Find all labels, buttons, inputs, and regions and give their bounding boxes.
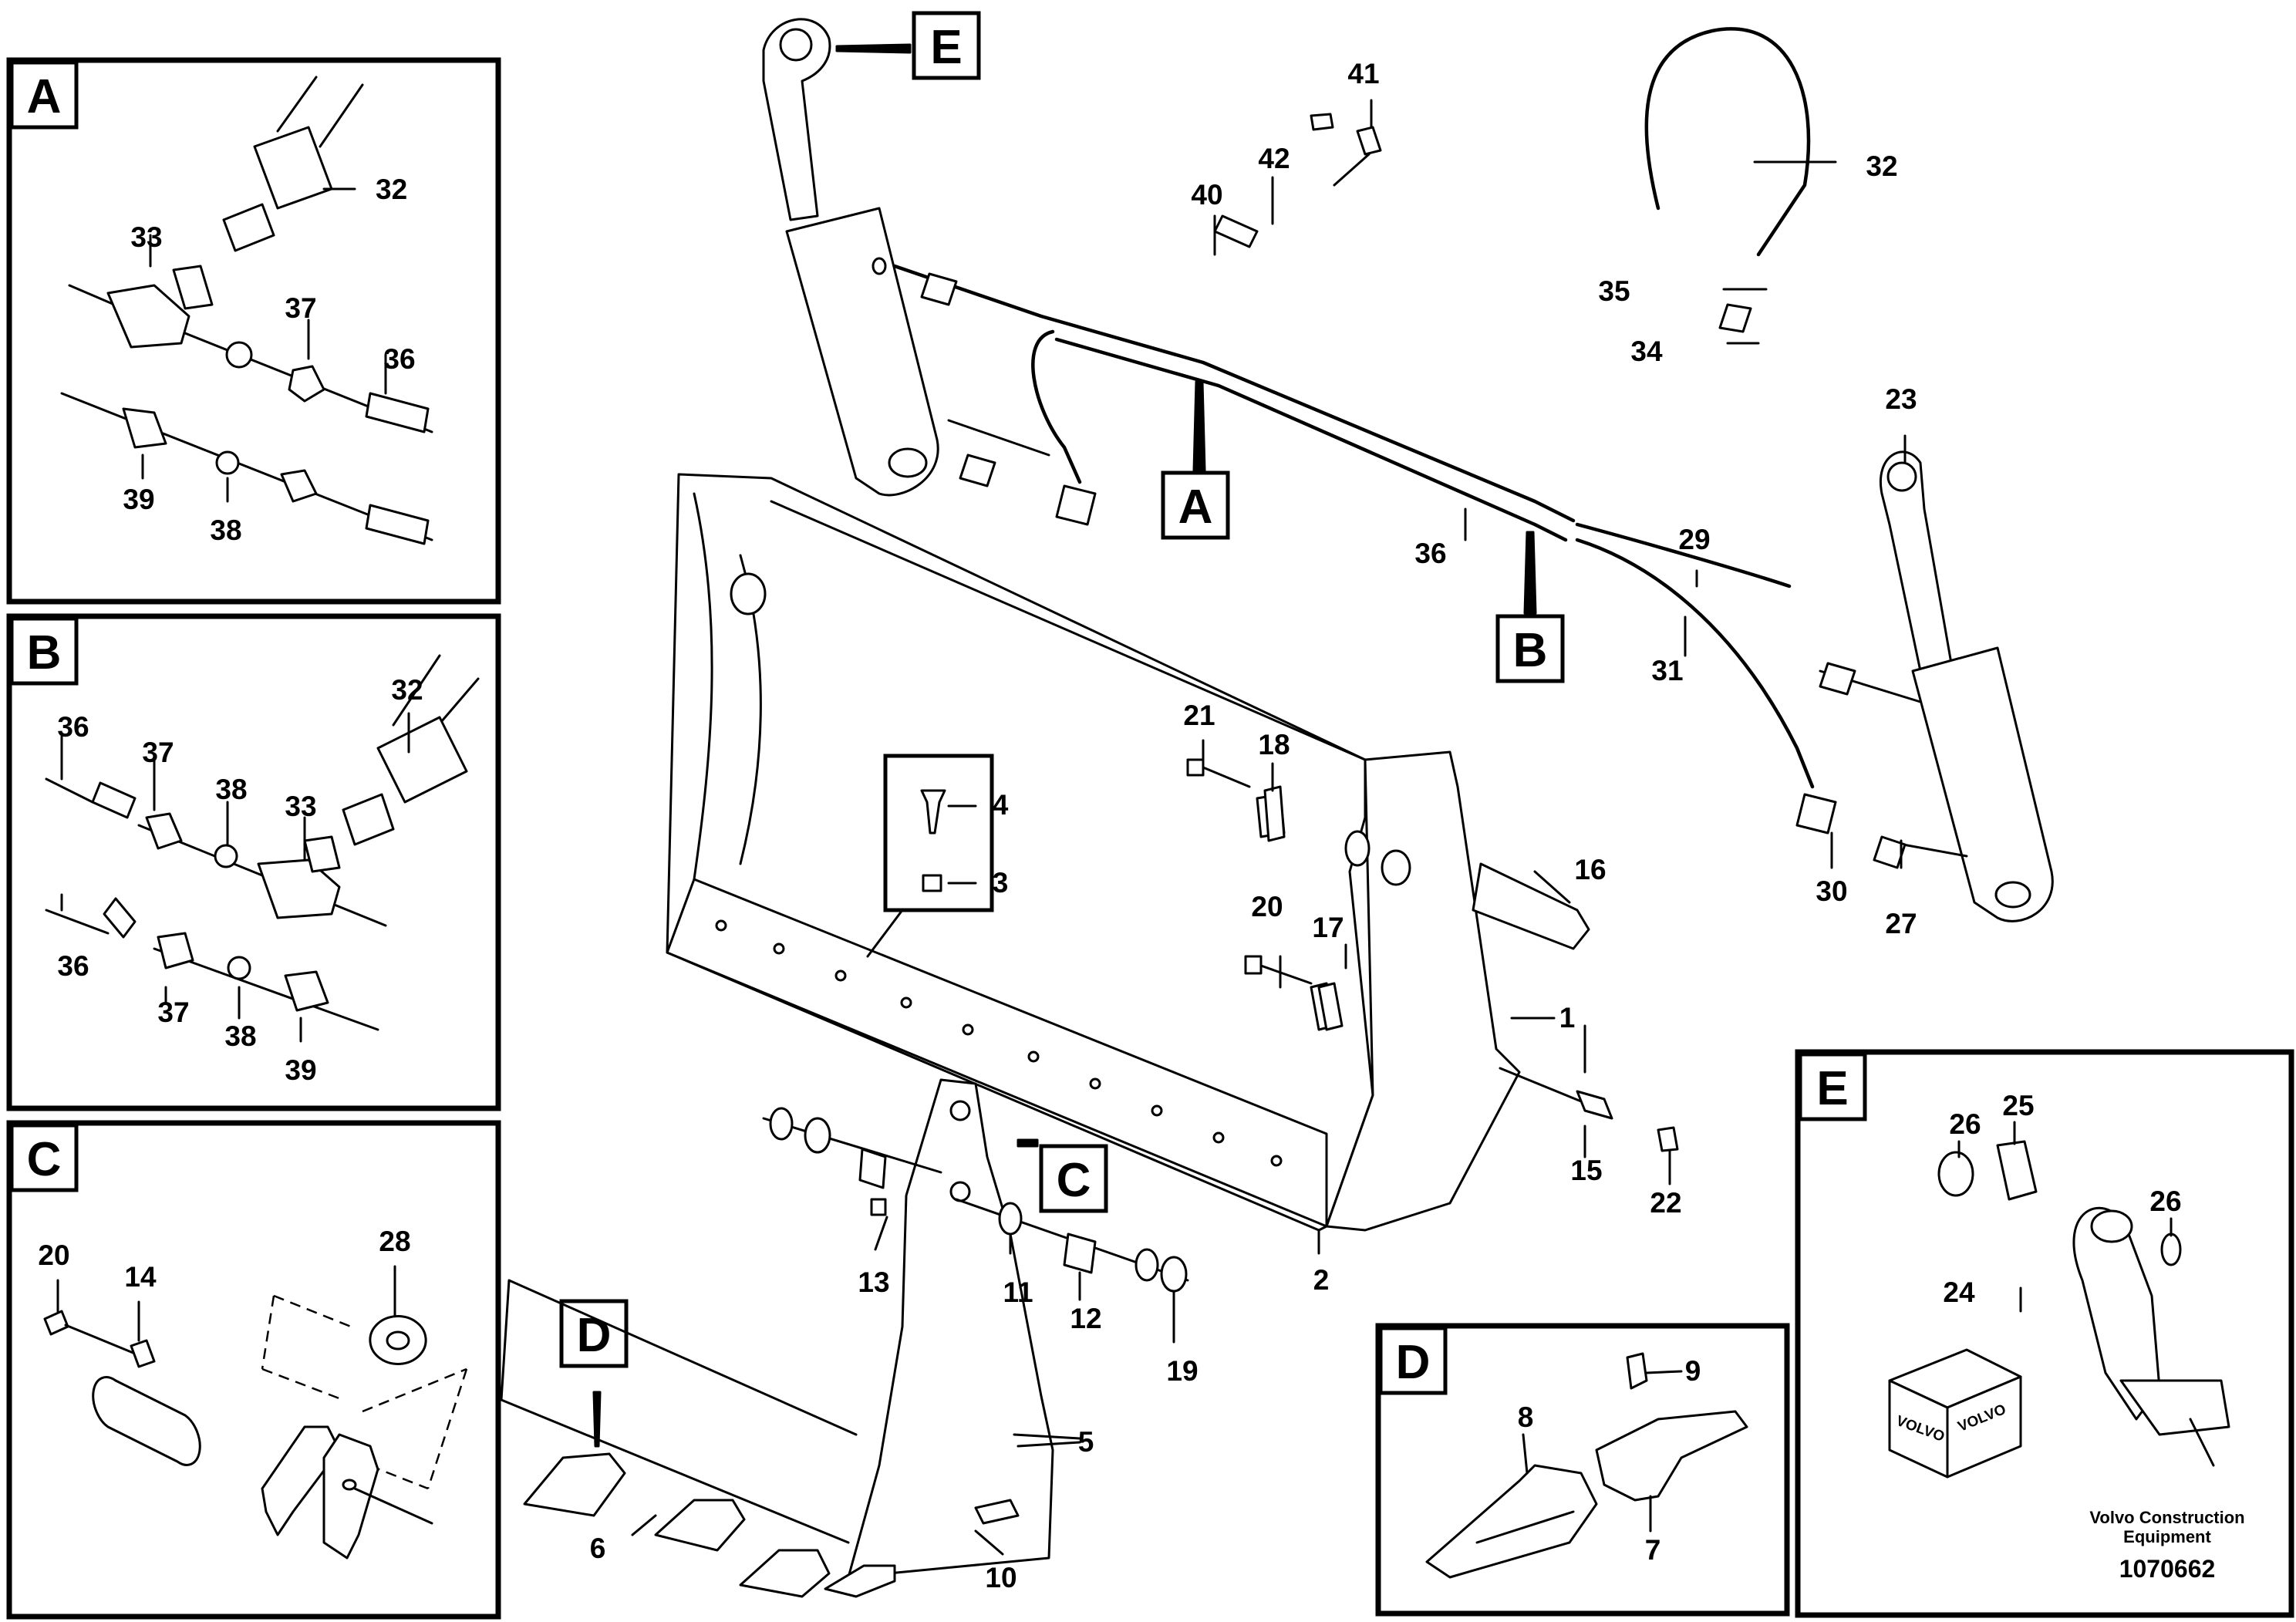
inset-b-frame [6, 613, 501, 1111]
callout-a-box [1161, 470, 1230, 540]
inset-b-label: 36 [57, 950, 89, 982]
bucket [666, 473, 1521, 1232]
callout-e-box [912, 11, 981, 80]
inset-c-label: 28 [379, 1226, 410, 1257]
label-40: 40 [1191, 179, 1222, 211]
inset-c-letter: C [27, 1133, 62, 1186]
hydraulic-lines [892, 27, 1968, 869]
label-13: 13 [858, 1266, 889, 1298]
inset-e-drawing [1888, 1121, 2230, 1479]
label-4: 4 [993, 789, 1009, 821]
callout-d: D [577, 1309, 612, 1362]
inset-a-label: 36 [383, 343, 415, 375]
company-name: Volvo Construction [2089, 1508, 2244, 1527]
inset-e-label: 26 [1949, 1108, 1981, 1140]
inset-c-label: 20 [38, 1239, 69, 1271]
label-20: 20 [1251, 891, 1283, 922]
callout-a: A [1178, 481, 1213, 534]
inset-b-drawing [45, 654, 480, 1043]
label-6: 6 [590, 1533, 606, 1564]
inset-b-label: 32 [391, 674, 423, 706]
label-41: 41 [1347, 58, 1379, 89]
inset-d-label: 7 [1645, 1534, 1661, 1566]
callout-b: B [1513, 624, 1548, 677]
inset-e-frame [1795, 1049, 2294, 1618]
inset-d-drawing [1425, 1352, 1748, 1579]
label-16: 16 [1574, 854, 1606, 885]
label-42: 42 [1258, 143, 1290, 174]
company-name-line2: Equipment [2123, 1527, 2211, 1546]
pivot-hardware [762, 1107, 1189, 1344]
right-cylinder [1880, 450, 2054, 922]
label-29: 29 [1678, 524, 1710, 555]
inset-b-label: 38 [224, 1020, 256, 1052]
label-3: 3 [993, 867, 1009, 899]
label-17: 17 [1312, 912, 1344, 943]
cutting-edge-assembly [500, 1078, 1081, 1598]
label-22: 22 [1650, 1187, 1681, 1219]
label-15: 15 [1570, 1155, 1602, 1186]
bolt-detail-frame [883, 754, 994, 912]
callout-c: C [1057, 1154, 1091, 1207]
left-cylinder [762, 18, 939, 497]
inset-b-label: 33 [285, 791, 316, 822]
label-1: 1 [1559, 1002, 1576, 1034]
inset-e-label: 26 [2149, 1185, 2181, 1217]
label-32: 32 [1866, 150, 1897, 182]
inset-b-letter: B [27, 626, 62, 679]
inset-c-drawing [43, 1265, 468, 1560]
inset-a-frame [6, 57, 501, 605]
inset-c-frame [6, 1120, 501, 1620]
label-10: 10 [985, 1562, 1017, 1593]
label-23: 23 [1885, 383, 1917, 415]
label-19: 19 [1166, 1355, 1198, 1387]
inset-b-label: 39 [285, 1054, 316, 1086]
inset-b-label: 36 [57, 711, 89, 743]
callout-e: E [930, 21, 962, 74]
label-21: 21 [1183, 700, 1215, 731]
inset-d-label: 9 [1685, 1355, 1701, 1387]
label-30: 30 [1816, 875, 1847, 907]
inset-a-letter: A [27, 70, 62, 123]
label-36: 36 [1414, 538, 1446, 569]
label-12: 12 [1070, 1303, 1101, 1334]
inset-e-label: 24 [1943, 1276, 1975, 1308]
inset-a-label: 39 [123, 484, 154, 515]
inset-a-label: 33 [130, 221, 162, 253]
label-35: 35 [1598, 275, 1630, 307]
label-31: 31 [1651, 655, 1683, 686]
leader-lines [631, 99, 1907, 1556]
label-18: 18 [1258, 729, 1290, 760]
inset-e-label: 25 [2002, 1090, 2034, 1121]
inset-a-drawing [60, 76, 433, 545]
inset-b-label: 37 [142, 737, 174, 768]
callout-d-box [559, 1299, 629, 1368]
label-2: 2 [1313, 1264, 1330, 1296]
label-27: 27 [1885, 908, 1917, 939]
side-hardware [1186, 758, 1679, 1185]
document-number: 1070662 [2119, 1555, 2216, 1583]
inset-a-label: 37 [285, 292, 316, 324]
inset-d-frame [1375, 1323, 1790, 1617]
inset-b-label: 38 [215, 774, 247, 805]
inset-c-label: 14 [124, 1261, 157, 1293]
label-34: 34 [1630, 336, 1663, 367]
inset-d-label: 8 [1518, 1401, 1534, 1433]
inset-e-letter: E [1816, 1062, 1848, 1115]
bolt-41 [1333, 126, 1382, 187]
inset-b-label: 37 [157, 996, 189, 1028]
inset-a-label: 32 [376, 174, 407, 205]
inset-a-label: 38 [210, 514, 241, 546]
callout-b-box [1495, 614, 1565, 683]
label-5: 5 [1078, 1426, 1094, 1458]
label-11: 11 [1003, 1276, 1033, 1308]
callout-c-box [1039, 1144, 1108, 1213]
inset-d-letter: D [1396, 1336, 1431, 1389]
